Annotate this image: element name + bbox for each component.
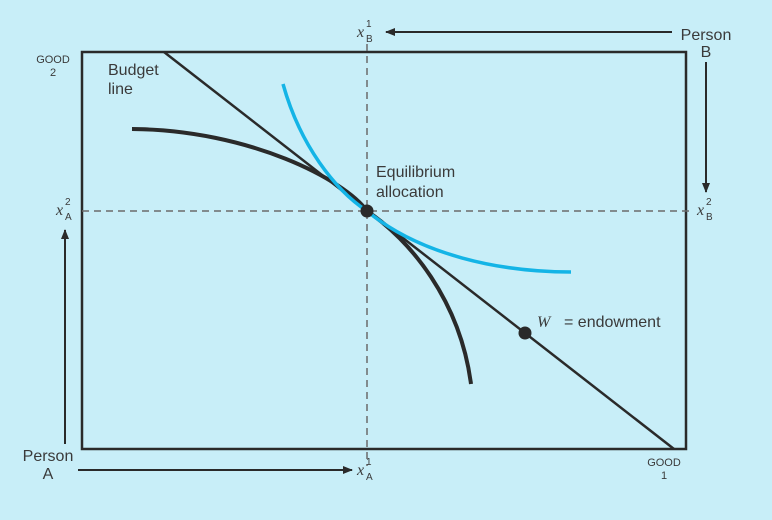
endowment-symbol: W xyxy=(537,314,552,331)
svg-text:B: B xyxy=(706,212,713,223)
svg-text:2: 2 xyxy=(65,197,71,208)
svg-text:1: 1 xyxy=(366,19,372,30)
person-a-label: Person xyxy=(23,448,74,465)
svg-text:x: x xyxy=(356,24,364,41)
svg-text:A: A xyxy=(366,472,373,483)
equilibrium-label: Equilibrium xyxy=(376,164,455,181)
x-a2-label: x 2 A xyxy=(55,197,72,223)
equilibrium-label-2: allocation xyxy=(376,184,444,201)
good2-label: GOOD xyxy=(36,54,70,66)
budget-line-label-2: line xyxy=(108,81,133,98)
budget-line xyxy=(163,51,675,450)
person-b-label: Person xyxy=(681,27,732,44)
x-b1-label: x 1 B xyxy=(356,19,373,45)
good1-label: GOOD xyxy=(647,457,681,469)
budget-line-label: Budget xyxy=(108,62,159,79)
edgeworth-box-frame xyxy=(80,50,688,451)
svg-text:B: B xyxy=(366,34,373,45)
x-b2-label: x 2 B xyxy=(696,197,713,223)
person-b-letter: B xyxy=(701,44,712,61)
svg-text:A: A xyxy=(65,212,72,223)
svg-text:x: x xyxy=(356,462,364,479)
svg-text:x: x xyxy=(55,202,63,219)
equilibrium-point xyxy=(360,204,374,218)
good1-number: 1 xyxy=(661,470,667,482)
endowment-point xyxy=(518,326,532,340)
svg-text:2: 2 xyxy=(706,197,712,208)
endowment-label: = endowment xyxy=(564,314,661,331)
x-a1-label: x 1 A xyxy=(356,457,373,483)
good2-number: 2 xyxy=(50,67,56,79)
person-a-letter: A xyxy=(43,466,54,483)
svg-text:1: 1 xyxy=(366,457,372,468)
svg-text:x: x xyxy=(696,202,704,219)
